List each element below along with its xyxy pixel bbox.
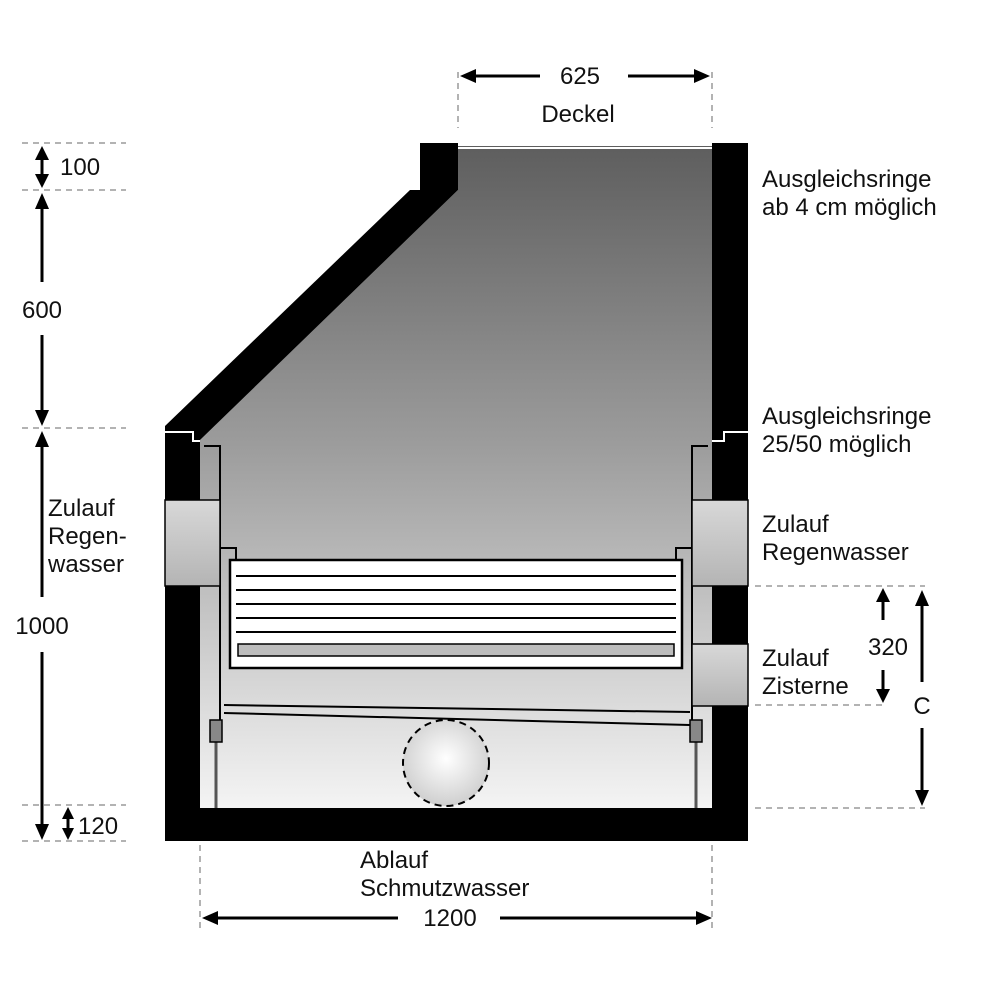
dim-cone-height: 600 bbox=[22, 297, 62, 324]
inlet-pipe-cistern bbox=[691, 643, 749, 707]
inlet-pipe-left bbox=[164, 499, 221, 587]
label-inlet-left-2: Regen- bbox=[48, 523, 127, 550]
label-inlet-cistern-2: Zisterne bbox=[762, 673, 849, 700]
dim-variable-height: C bbox=[913, 693, 930, 720]
label-rings-top-1: Ausgleichsringe bbox=[762, 166, 931, 193]
extension-lines bbox=[22, 72, 925, 928]
pipes bbox=[164, 499, 749, 807]
dim-cover-height: 100 bbox=[60, 154, 100, 181]
dim-shaft-height: 1000 bbox=[15, 613, 68, 640]
label-outlet-2: Schmutzwasser bbox=[360, 875, 529, 902]
component-labels: Deckel Ausgleichsringe ab 4 cm möglich A… bbox=[47, 101, 937, 902]
dim-base-width: 1200 bbox=[423, 905, 476, 932]
dimension-labels: 625 100 600 1000 120 1200 320 C bbox=[15, 63, 930, 932]
label-inlet-right-1: Zulauf bbox=[762, 511, 829, 538]
outlet-pipe bbox=[402, 719, 490, 807]
inlet-pipe-right bbox=[691, 499, 749, 587]
label-rings-top-2: ab 4 cm möglich bbox=[762, 194, 937, 221]
label-outlet-1: Ablauf bbox=[360, 847, 428, 874]
filter-basket bbox=[216, 547, 696, 670]
label-inlet-right-2: Regenwasser bbox=[762, 539, 909, 566]
label-inlet-cistern-1: Zulauf bbox=[762, 645, 829, 672]
dimension-arrows bbox=[35, 69, 929, 925]
dim-cistern-offset: 320 bbox=[868, 634, 908, 661]
ring-joints bbox=[165, 431, 748, 442]
label-inlet-left-3: wasser bbox=[47, 551, 124, 578]
label-cover: Deckel bbox=[541, 101, 614, 128]
filter-brackets bbox=[204, 445, 708, 808]
label-inlet-left-1: Zulauf bbox=[48, 495, 115, 522]
dim-floor-height: 120 bbox=[78, 813, 118, 840]
label-rings-mid-1: Ausgleichsringe bbox=[762, 403, 931, 430]
label-rings-mid-2: 25/50 möglich bbox=[762, 431, 911, 458]
dim-cover-width: 625 bbox=[560, 63, 600, 90]
